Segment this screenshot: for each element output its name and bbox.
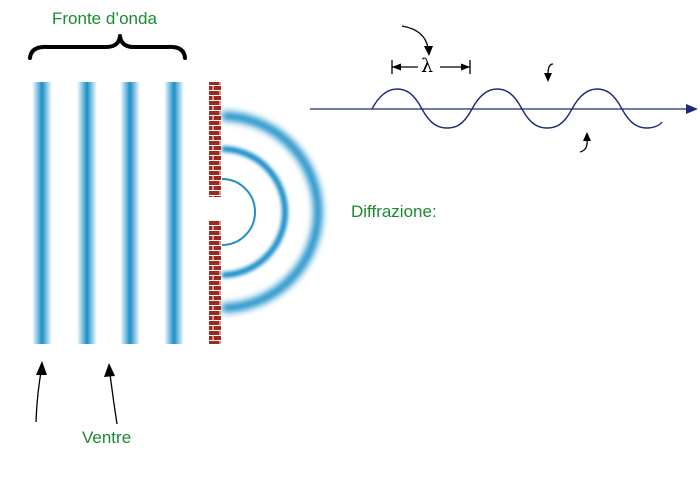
wall-lower [209, 220, 221, 344]
brick-wall-icon [209, 82, 221, 344]
pointer-arrows [35, 25, 591, 425]
diffracted-waves [221, 111, 323, 313]
diffracted-wavefront-middle [221, 146, 288, 278]
curly-brace-icon [28, 34, 187, 60]
wavefront-band [164, 82, 184, 344]
wavefront-label: Fronte d’onda [52, 9, 157, 28]
sine-wave-graph [310, 88, 698, 129]
pointer-arrow-icon [35, 371, 42, 423]
diffraction-label: Diffrazione: [351, 202, 437, 221]
pointer-arrow-icon [547, 63, 554, 75]
wavelength-symbol: λ [421, 55, 434, 77]
pointer-arrow-icon [579, 139, 588, 153]
pointer-arrow-icon [401, 25, 429, 49]
antinode-label: Ventre [82, 428, 132, 447]
pointer-arrow-icon [109, 373, 118, 425]
diffracted-wavefront-outer [221, 111, 323, 313]
wavefront-band [77, 82, 97, 344]
wavefront-band [32, 82, 52, 344]
wall-upper [209, 82, 221, 197]
diffracted-wavefront-inner [221, 178, 256, 246]
axis-arrowhead-icon [686, 104, 698, 114]
wavelength-dimension [391, 60, 471, 74]
plane-wavefronts [32, 82, 184, 344]
wavefront-band [120, 82, 140, 344]
sine-wave [371, 88, 663, 129]
